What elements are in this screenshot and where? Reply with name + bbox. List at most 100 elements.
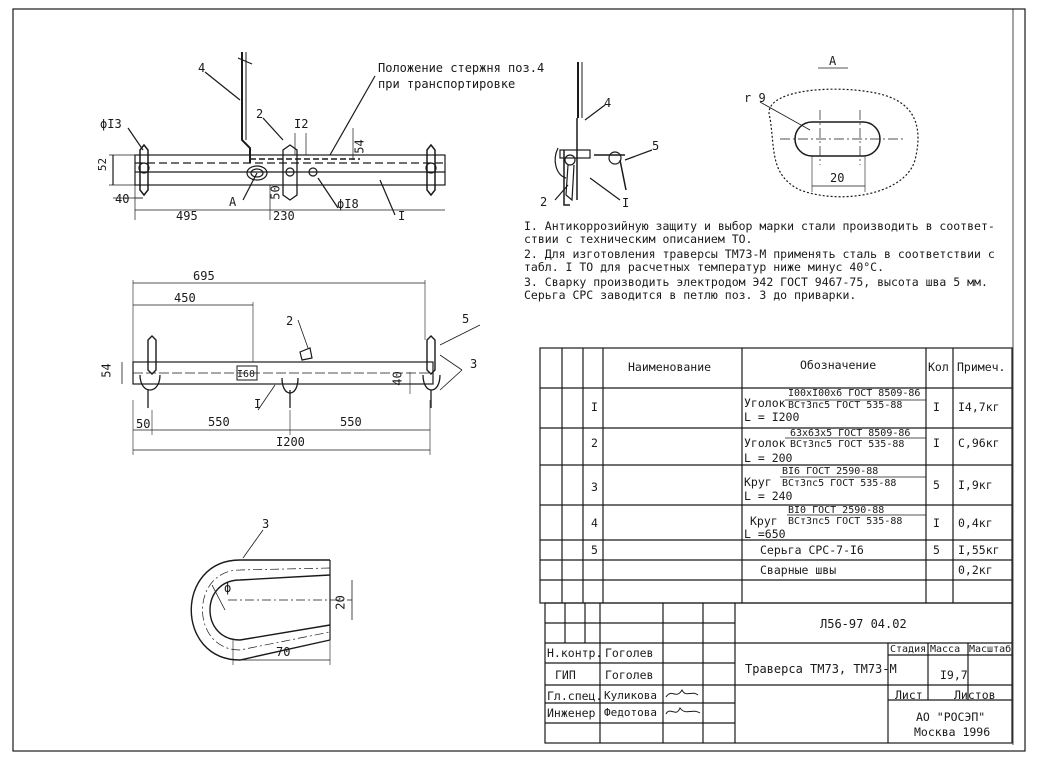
name-4: Федотова xyxy=(604,706,657,719)
name-1: Гоголев xyxy=(605,646,654,660)
side-view xyxy=(554,62,653,206)
table-row-5-qty: 5 xyxy=(933,543,940,557)
table-row-2-d2: 63x63x5 ГОСТ 8509-86 xyxy=(790,428,911,439)
name-2: Гоголев xyxy=(605,668,654,682)
role-3: Гл.спец. xyxy=(547,689,603,703)
side-pos4: 4 xyxy=(604,96,612,110)
col-header-designation: Обозначение xyxy=(800,358,877,372)
top-dim40: 40 xyxy=(115,192,130,206)
detail-a-radius: r 9 xyxy=(744,91,766,105)
table-row-5-d1: Серьга СРС-7-I6 xyxy=(760,543,864,557)
col-header-qty: Кол xyxy=(928,360,949,374)
loop-pos3: 3 xyxy=(262,517,270,531)
note-1-line2: ствии с техническим описанием ТО. xyxy=(524,232,753,246)
top-pos2: 2 xyxy=(256,107,264,121)
table-row-1-d4: L = I200 xyxy=(744,410,800,424)
top-view xyxy=(109,52,446,220)
note-1-line1: I. Антикоррозийную защиту и выбор марки … xyxy=(524,219,995,233)
angle-plan xyxy=(134,154,446,186)
sheets-label: Листов xyxy=(954,688,996,702)
callout-title-2: при транспортировке xyxy=(378,77,516,91)
role-2: ГИП xyxy=(555,668,576,682)
callout-title-1: Положение стержня поз.4 xyxy=(378,61,545,75)
loop-phi: ϕ xyxy=(224,581,232,595)
table-row-3-d3: ВСт3пс5 ГОСТ 535-88 xyxy=(782,478,897,489)
table-row-1-pos: I xyxy=(591,400,598,414)
mass-label: Масса xyxy=(930,644,961,655)
table-row-4-d3: ВСт3пс5 ГОСТ 535-88 xyxy=(788,516,903,527)
top-view-a: A xyxy=(229,195,237,209)
note-2-line2: табл. I ТО для расчетных температур ниже… xyxy=(524,260,885,274)
front-view xyxy=(121,280,481,455)
front-pos3: 3 xyxy=(470,357,478,371)
table-row-1-d1: Уголок xyxy=(744,396,786,410)
mass-value: I9,7 xyxy=(940,668,968,682)
table-row-3-d1: Круг xyxy=(744,475,772,489)
table-row-5-pos: 5 xyxy=(591,543,598,557)
detail-a xyxy=(759,67,919,198)
top-pos4: 4 xyxy=(198,61,206,75)
table-row-4-note: 0,4кг xyxy=(958,516,993,530)
table-row-2-pos: 2 xyxy=(591,436,598,450)
sheet-frame xyxy=(12,8,1026,752)
table-row-4-d1: Круг xyxy=(750,514,778,528)
table-row-4-pos: 4 xyxy=(591,516,598,530)
top-dim12: I2 xyxy=(294,117,309,131)
role-4: Инженер xyxy=(547,706,596,720)
stage-label: Стадия xyxy=(890,644,927,655)
note-3-line2: Серьга СРС заводится в петлю поз. 3 до п… xyxy=(524,288,857,302)
table-row-2-d1: Уголок xyxy=(744,436,786,450)
spec-table xyxy=(539,347,1013,604)
table-row-1-qty: I xyxy=(933,400,940,414)
top-dim495: 495 xyxy=(176,209,198,223)
table-row-3-pos: 3 xyxy=(591,480,598,494)
table-row-2-d4: L = 200 xyxy=(744,451,793,465)
top-d13: ϕI3 xyxy=(100,117,122,131)
table-row-3-note: I,9кг xyxy=(958,478,993,492)
sheet-label: Лист xyxy=(895,688,923,702)
top-d18: ϕI8 xyxy=(337,197,359,211)
table-row-6-d1: Сварные швы xyxy=(760,563,837,577)
table-row-1-d3: ВСт3пс5 ГОСТ 535-88 xyxy=(788,400,903,411)
col-header-note: Примеч. xyxy=(957,360,1006,374)
table-row-3-qty: 5 xyxy=(933,478,940,492)
table-row-2-note: C,96кг xyxy=(958,436,1000,450)
note-2-line1: 2. Для изготовления траверсы ТМ73-М прим… xyxy=(524,247,995,261)
side-pos5: 5 xyxy=(652,139,660,153)
col-header-name: Наименование xyxy=(628,360,712,374)
front-dim50: 50 xyxy=(136,417,151,431)
front-dim550a: 550 xyxy=(208,415,230,429)
front-dim1200: I200 xyxy=(276,435,305,449)
front-dim450: 450 xyxy=(174,291,196,305)
signature-fedotova xyxy=(665,706,701,715)
front-dim550b: 550 xyxy=(340,415,362,429)
table-row-4-qty: I xyxy=(933,516,940,530)
top-dim230: 230 xyxy=(273,209,295,223)
table-row-4-d4: L =650 xyxy=(744,527,786,541)
table-row-1-d2: I00xI00x6 ГОСТ 8509-86 xyxy=(788,388,921,399)
table-row-3-d4: L = 240 xyxy=(744,489,793,503)
loop-dim70: 70 xyxy=(276,645,291,659)
name-3: Куликова xyxy=(604,689,657,702)
front-pos2: 2 xyxy=(286,314,294,328)
front-dim160: I60 xyxy=(237,369,256,380)
table-row-2-qty: I xyxy=(933,436,940,450)
side-pos1: I xyxy=(622,196,630,210)
top-pos1: I xyxy=(398,209,406,223)
scale-label: Масштаб xyxy=(969,644,1012,655)
signature-kulikova xyxy=(665,688,699,698)
role-1: Н.контр. xyxy=(547,646,603,660)
front-dim695: 695 xyxy=(193,269,215,283)
product-name: Траверса ТМ73, ТМ73-М xyxy=(745,662,897,676)
table-row-3-d2: ВI6 ГОСТ 2590-88 xyxy=(782,466,879,477)
table-row-2-d3: ВСт3пс5 ГОСТ 535-88 xyxy=(790,439,905,450)
org-city: Москва 1996 xyxy=(914,725,991,739)
drawing-code: Л56-97 04.02 xyxy=(820,617,907,631)
org-name: АО "РОСЭП" xyxy=(916,710,986,724)
side-pos2: 2 xyxy=(540,195,548,209)
title-block xyxy=(544,602,1013,744)
loop-detail xyxy=(190,529,353,665)
